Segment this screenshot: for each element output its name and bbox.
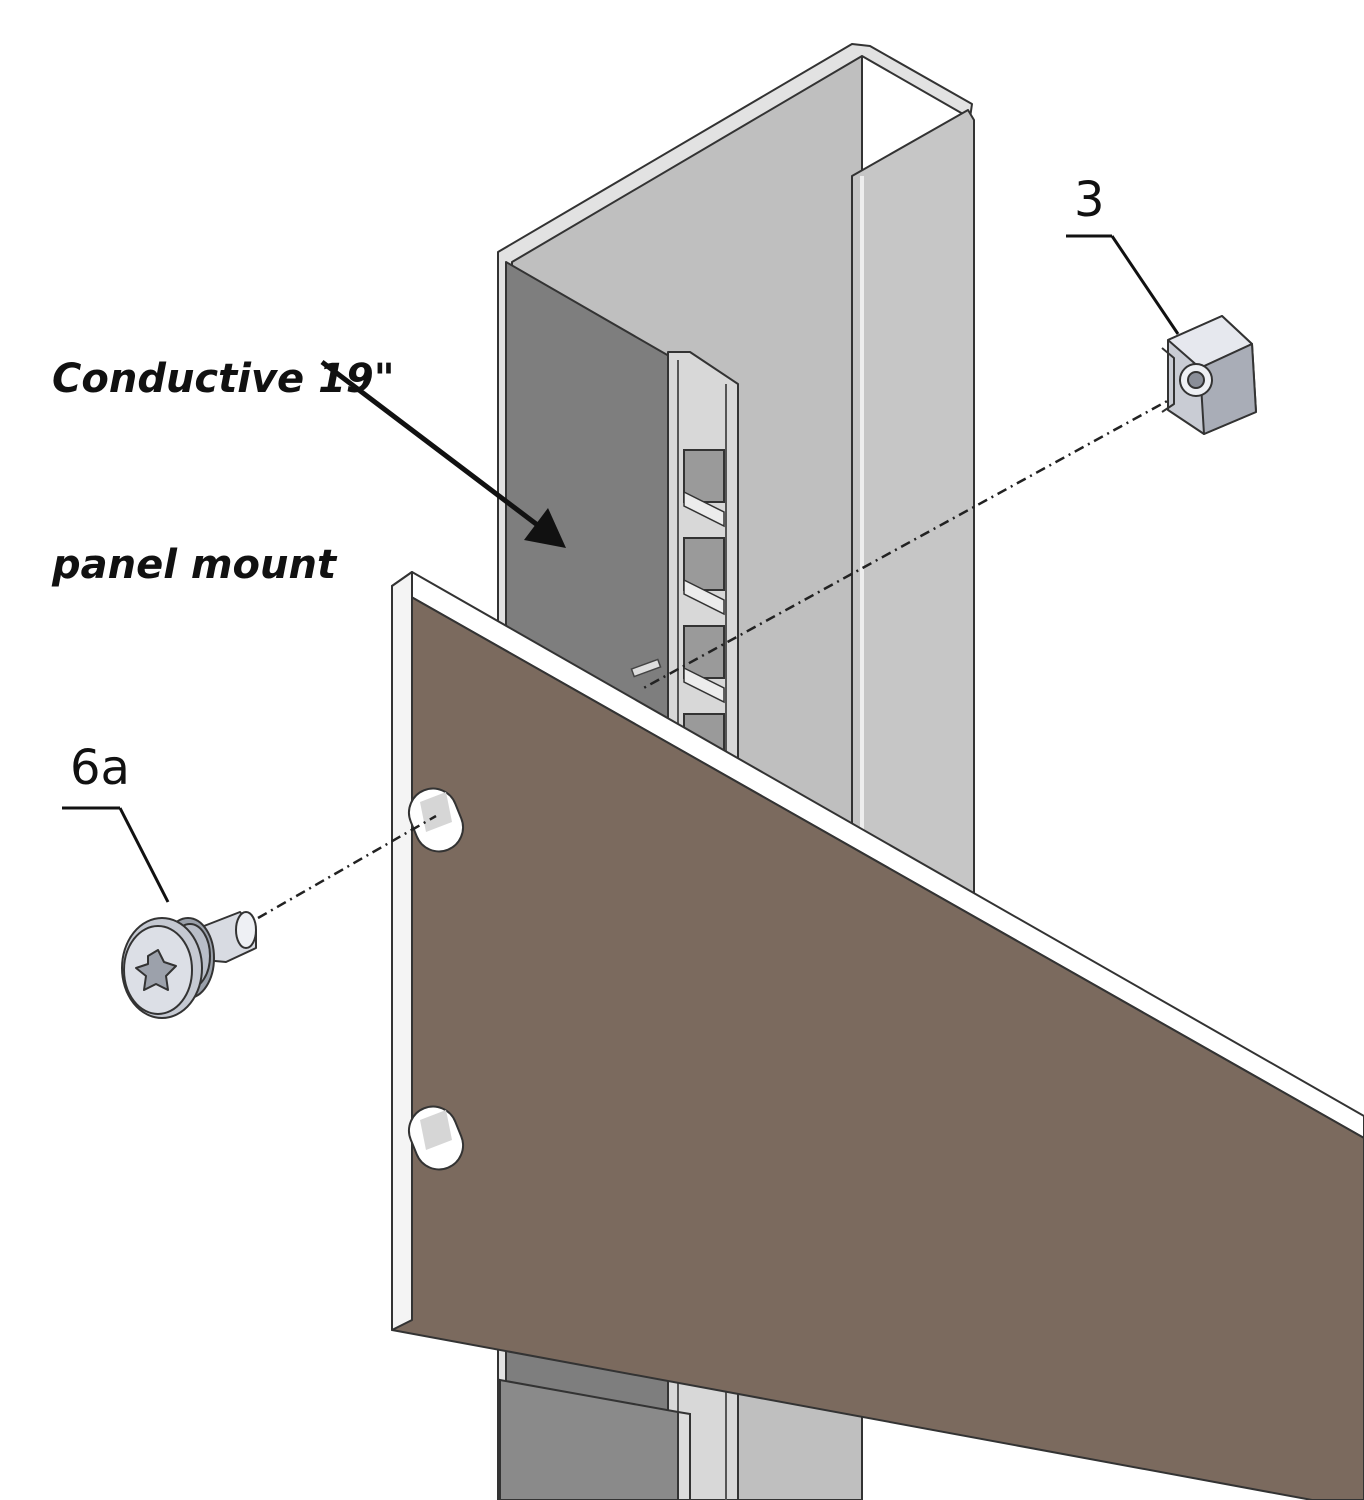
rail-slot	[683, 537, 725, 591]
rail-slot	[683, 625, 725, 679]
rail-slot	[683, 449, 725, 503]
front-panel	[391, 571, 1364, 1500]
rail-slots	[683, 449, 725, 767]
part-label-screw: 6a	[70, 740, 130, 796]
arrow-icon	[320, 360, 566, 548]
cage-nut-leader	[1066, 234, 1180, 335]
annotation-line-1: Conductive 19"	[52, 356, 395, 402]
annotation-callout: Conductive 19" panel mount	[52, 224, 395, 658]
panel-left-edge	[391, 571, 413, 1331]
rail-top-rim	[497, 43, 973, 1500]
screw-path	[257, 814, 437, 920]
annotation-line-2: panel mount	[52, 542, 337, 588]
cage-nut-icon	[1161, 315, 1257, 435]
part-label-cage-nut: 3	[1074, 172, 1105, 228]
panel-hole-upper	[408, 787, 464, 853]
screw-icon	[121, 911, 257, 1019]
panel-holes	[408, 787, 464, 1171]
assembly-lines	[257, 392, 1181, 920]
screw-leader	[62, 806, 170, 903]
panel-hole-lower	[408, 1105, 464, 1171]
cage-nut-path	[639, 392, 1181, 692]
rail-right-wall	[851, 109, 975, 901]
